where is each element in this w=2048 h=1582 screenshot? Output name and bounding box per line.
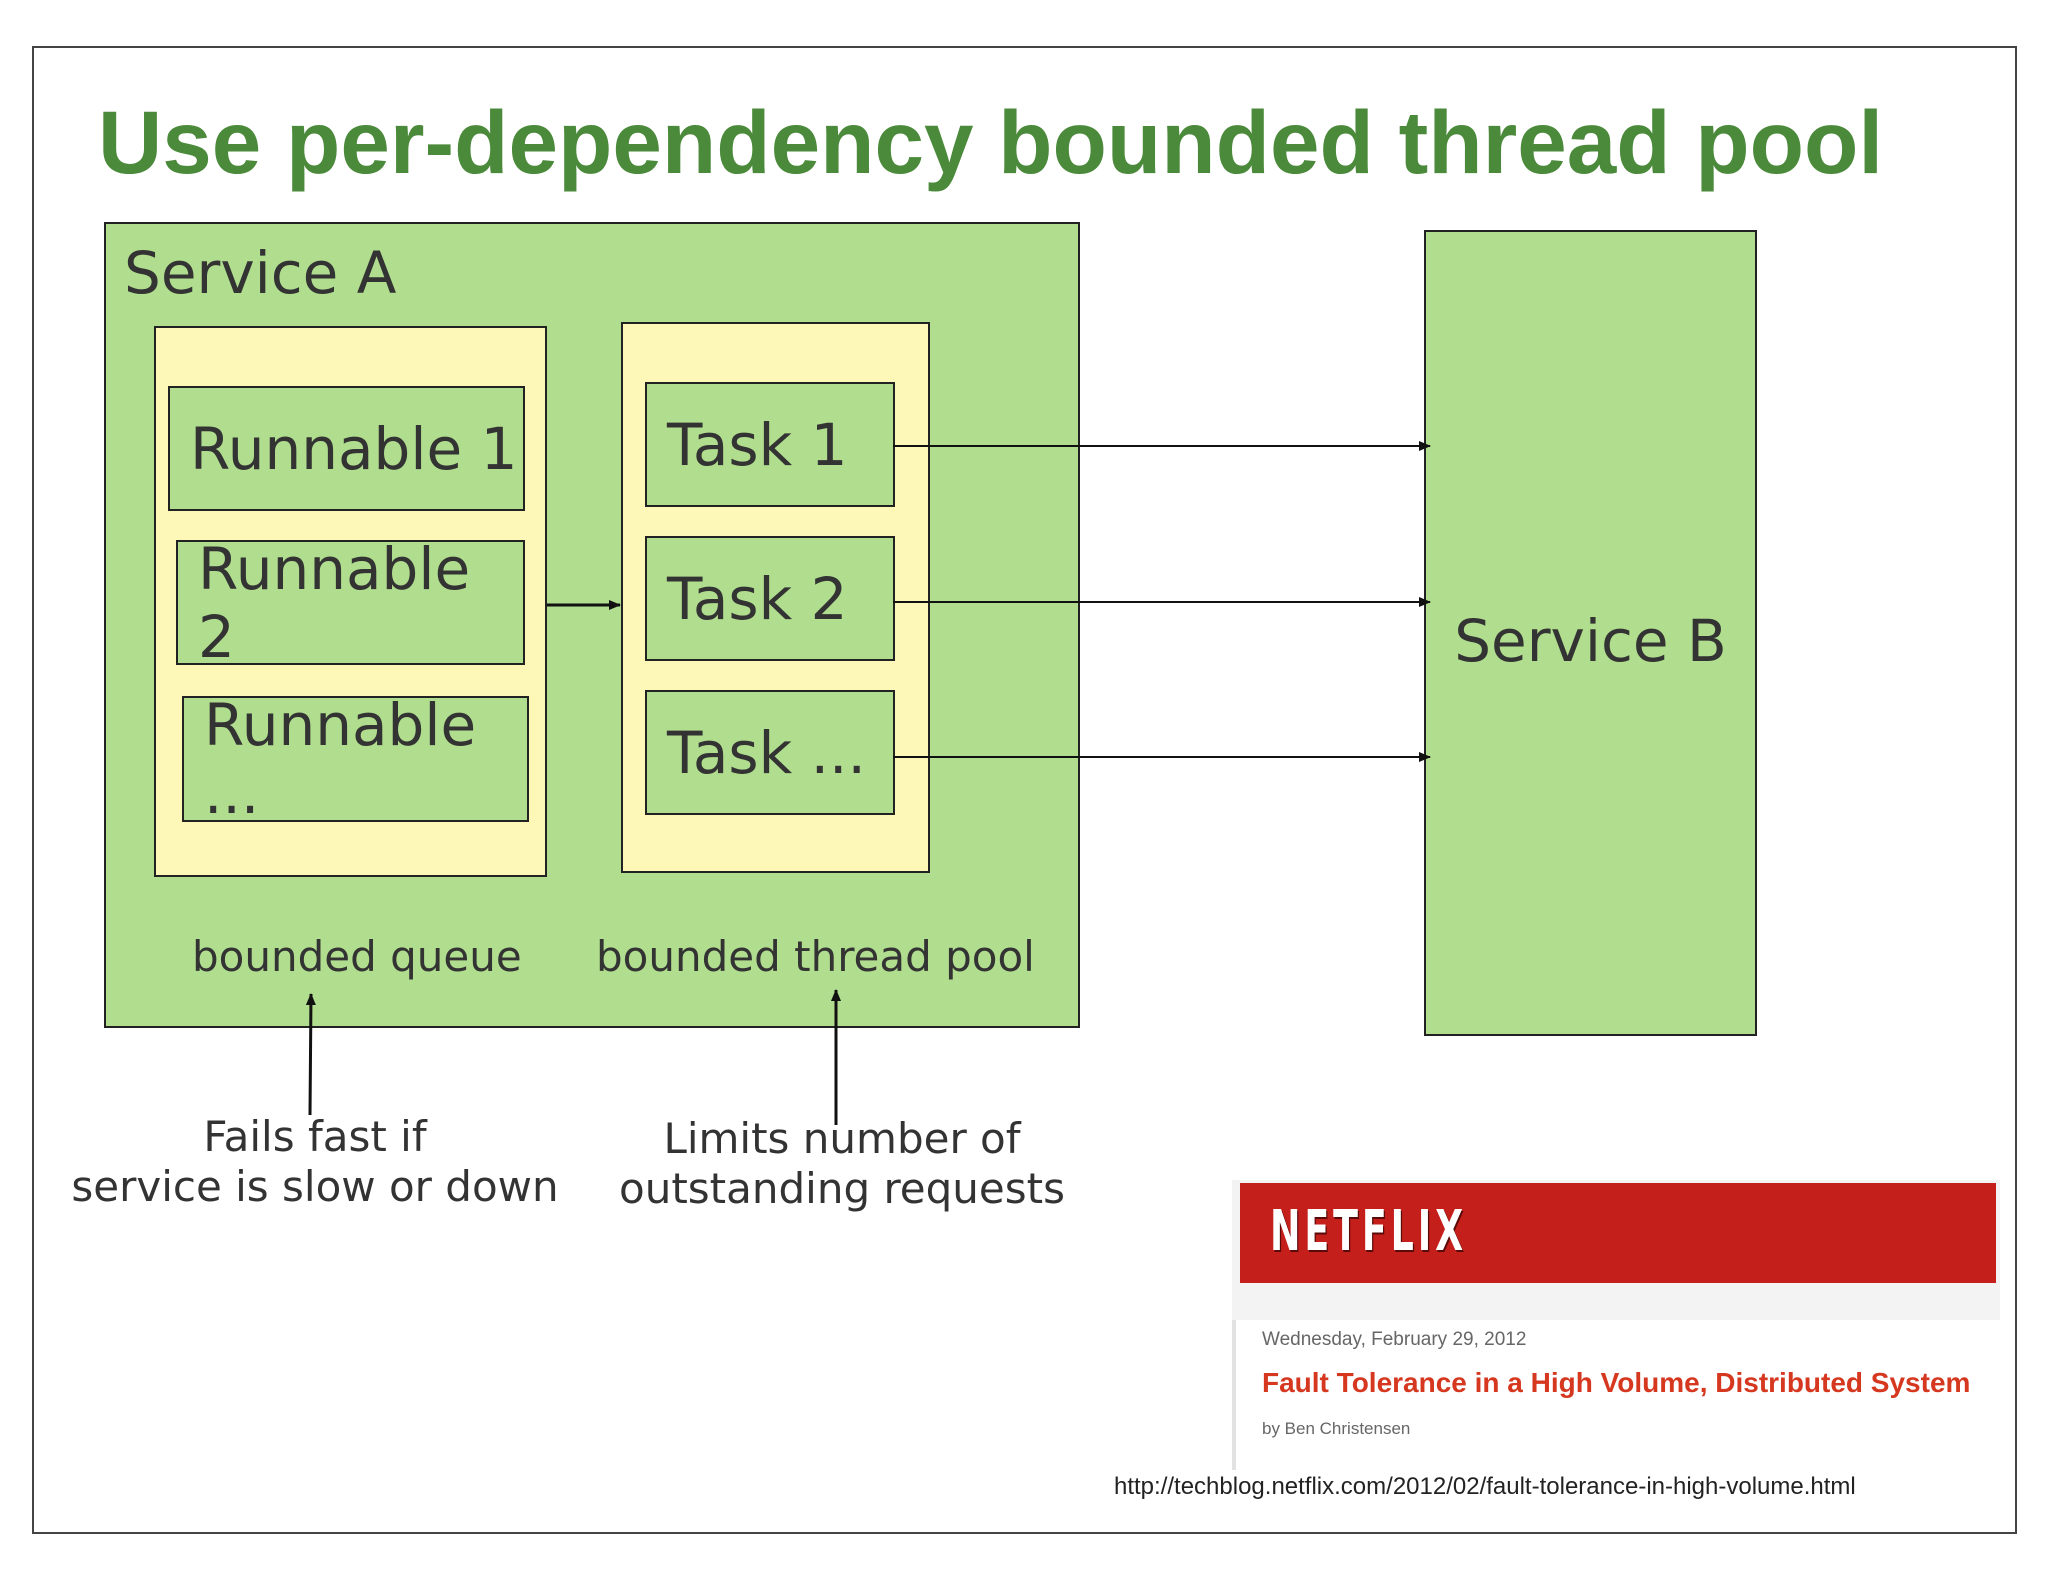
runnable-item-2: Runnable 2 bbox=[176, 535, 525, 671]
article-author: by Ben Christensen bbox=[1262, 1419, 1411, 1438]
runnable-item-1: Runnable 1 bbox=[168, 386, 525, 511]
source-url[interactable]: http://techblog.netflix.com/2012/02/faul… bbox=[1114, 1473, 1856, 1500]
queue-note-line-2: service is slow or down bbox=[71, 1162, 559, 1211]
service-b-label: Service B bbox=[1454, 607, 1727, 675]
article-date: Wednesday, February 29, 2012 bbox=[1262, 1329, 1527, 1350]
queue-note-line-1: Fails fast if bbox=[203, 1112, 427, 1161]
article-card: Wednesday, February 29, 2012 Fault Toler… bbox=[1232, 1320, 2000, 1470]
pool-note-line-2: outstanding requests bbox=[619, 1164, 1065, 1213]
slide-title: Use per-dependency bounded thread pool bbox=[98, 92, 1884, 192]
pool-note: Limits number of outstanding requests bbox=[600, 1114, 1084, 1214]
bounded-queue-caption: bounded queue bbox=[192, 932, 522, 981]
slide-frame bbox=[32, 46, 2017, 1534]
task-item-2: Task 2 bbox=[645, 536, 895, 661]
runnable-item-more: Runnable ... bbox=[182, 691, 529, 827]
netflix-banner: NETFLIX bbox=[1240, 1183, 1996, 1283]
service-a-box: Service A Runnable 1 Runnable 2 Runnable… bbox=[104, 222, 1080, 1028]
netflix-logo: NETFLIX bbox=[1270, 1199, 1468, 1264]
task-item-more: Task ... bbox=[645, 690, 895, 815]
service-b-box: Service B bbox=[1424, 230, 1757, 1036]
task-item-1: Task 1 bbox=[645, 382, 895, 507]
service-a-label: Service A bbox=[124, 239, 397, 307]
bounded-thread-pool-box: Task 1 Task 2 Task ... bbox=[621, 322, 930, 873]
netflix-article-clipping: NETFLIX Wednesday, February 29, 2012 Fau… bbox=[1232, 1180, 2000, 1470]
article-title-link[interactable]: Fault Tolerance in a High Volume, Distri… bbox=[1262, 1367, 1971, 1398]
bounded-thread-pool-caption: bounded thread pool bbox=[596, 932, 1035, 981]
pool-note-line-1: Limits number of bbox=[663, 1114, 1021, 1163]
queue-note: Fails fast if service is slow or down bbox=[60, 1112, 570, 1212]
bounded-queue-box: Runnable 1 Runnable 2 Runnable ... bbox=[154, 326, 547, 877]
